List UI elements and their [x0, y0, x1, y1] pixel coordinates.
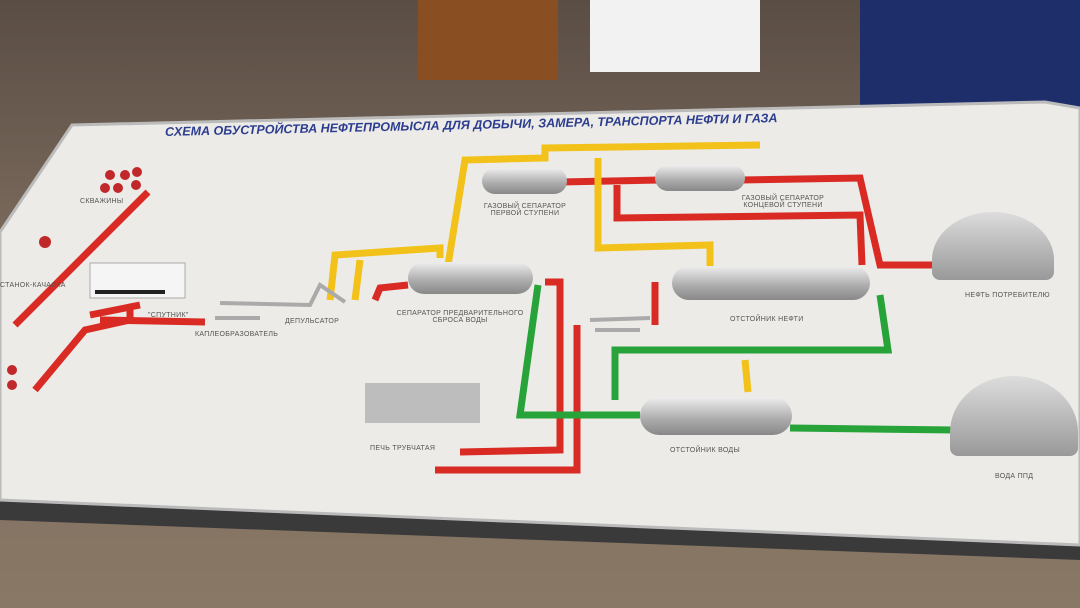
- label-separator-2: ГАЗОВЫЙ СЕПАРАТОР КОНЦЕВОЙ СТУПЕНИ: [741, 195, 825, 209]
- gas-separator-1st-stage: [482, 168, 567, 194]
- water-tank: [950, 376, 1078, 456]
- label-water-settler: ОТСТОЙНИК ВОДЫ: [670, 447, 740, 454]
- water-settler: [640, 397, 792, 435]
- label-water: ВОДА ППД: [995, 473, 1034, 480]
- label-pre-separator: СЕПАРАТОР ПРЕДВАРИТЕЛЬНОГО СБРОСА ВОДЫ: [396, 310, 524, 324]
- oil-tank: [932, 212, 1054, 280]
- blue-rug: [860, 0, 1080, 110]
- label-furnace: ПЕЧЬ ТРУБЧАТАЯ: [370, 445, 436, 452]
- wooden-cabinet: [418, 0, 558, 80]
- pre-separator: [408, 262, 533, 294]
- oil-settler: [672, 266, 870, 300]
- label-oil-settler: ОТСТОЙНИК НЕФТИ: [730, 316, 804, 323]
- gas-separator-end-stage: [655, 165, 745, 191]
- label-drop-former: КАПЛЕОБРАЗОВАТЕЛЬ: [195, 331, 279, 338]
- label-sputnik: "СПУТНИК": [148, 312, 189, 319]
- label-depulsator: ДЕПУЛЬСАТОР: [285, 318, 340, 325]
- label-pump: СТАНОК-КАЧАЛКА: [0, 282, 66, 289]
- label-oil-out: НЕФТЬ ПОТРЕБИТЕЛЮ: [965, 292, 1050, 299]
- white-box: [590, 0, 760, 72]
- label-separator-1: ГАЗОВЫЙ СЕПАРАТОР ПЕРВОЙ СТУПЕНИ: [483, 203, 567, 217]
- label-wells: СКВАЖИНЫ: [80, 198, 124, 205]
